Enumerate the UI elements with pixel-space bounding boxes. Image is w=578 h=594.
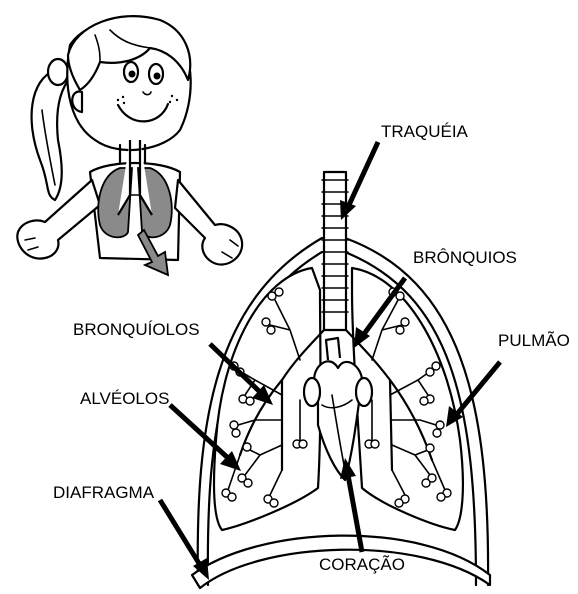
girl-hair-tie bbox=[48, 59, 68, 85]
trachea bbox=[322, 172, 348, 330]
label-diafragma: DIAFRAGMA bbox=[53, 483, 155, 502]
label-traqueia: TRAQUÉIA bbox=[381, 122, 469, 141]
label-alveolos: ALVÉOLOS bbox=[80, 389, 169, 408]
girl-ponytail bbox=[32, 70, 70, 200]
label-bronquiolos: BRONQUÍOLOS bbox=[73, 320, 200, 339]
label-bronquios: BRÔNQUIOS bbox=[413, 248, 517, 267]
girl-illustration bbox=[17, 16, 242, 275]
label-coracao: CORAÇÃO bbox=[319, 555, 405, 574]
label-pulmao: PULMÃO bbox=[498, 331, 570, 350]
girl-arm-right bbox=[175, 180, 242, 265]
